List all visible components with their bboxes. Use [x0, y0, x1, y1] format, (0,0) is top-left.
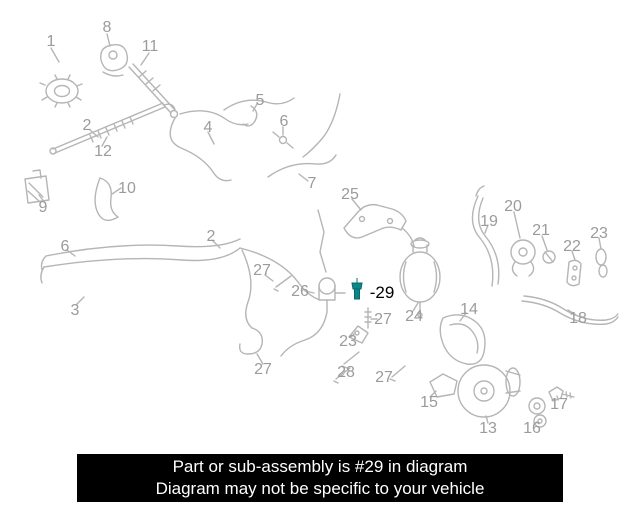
- part-number-label: 7: [307, 175, 317, 192]
- caption-bar: Part or sub-assembly is #29 in diagram D…: [77, 454, 563, 502]
- part-number-label: 19: [480, 213, 498, 230]
- part-number-label: 23: [590, 225, 608, 242]
- line-art-strokes: [24, 33, 619, 428]
- part-number-label: 8: [102, 19, 112, 36]
- part-number-label: 20: [504, 198, 522, 215]
- highlighted-part-label: -29: [369, 283, 395, 302]
- part-number-label: 16: [523, 420, 541, 437]
- highlighted-part-29-icon: [351, 278, 363, 300]
- part-number-label: 27: [375, 369, 393, 386]
- part-number-label: 2: [206, 228, 216, 245]
- part-number-label: 27: [374, 311, 392, 328]
- part-number-label: 26: [291, 283, 309, 300]
- part-number-label: 28: [337, 364, 355, 381]
- part-number-label: 27: [253, 262, 271, 279]
- part-number-label: 14: [460, 301, 478, 318]
- part-number-label: 3: [70, 302, 80, 319]
- part-number-label: 12: [94, 143, 112, 160]
- part-number-label: 18: [569, 310, 587, 327]
- part-number-label: 9: [38, 199, 48, 216]
- part-number-label: 13: [479, 420, 497, 437]
- part-number-label: 4: [203, 119, 213, 136]
- part-number-label: 17: [550, 396, 568, 413]
- part-number-label: 21: [532, 222, 550, 239]
- part-number-label: 10: [118, 180, 136, 197]
- part-number-label: 2: [82, 117, 92, 134]
- part-number-label: 1: [46, 33, 56, 50]
- part-number-label: 11: [141, 38, 159, 55]
- part-number-label: 22: [563, 238, 581, 255]
- part-number-label: 24: [405, 308, 423, 325]
- caption-line-1: Part or sub-assembly is #29 in diagram: [172, 457, 468, 476]
- part-number-label: 25: [341, 186, 359, 203]
- part-number-label: 15: [420, 394, 438, 411]
- part-number-label: 27: [254, 361, 272, 378]
- part-number-label: 6: [279, 113, 289, 130]
- part-number-label: 5: [255, 92, 265, 109]
- part-number-label: 23: [339, 333, 357, 350]
- part-number-label: 6: [60, 238, 70, 255]
- caption-line-2: Diagram may not be specific to your vehi…: [155, 479, 485, 498]
